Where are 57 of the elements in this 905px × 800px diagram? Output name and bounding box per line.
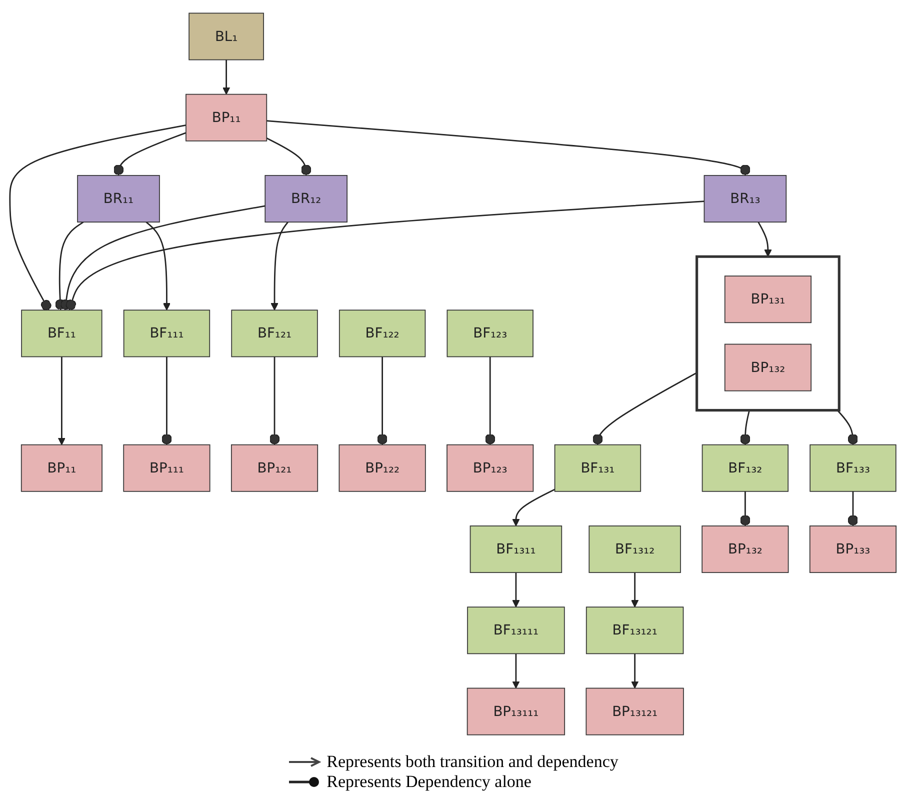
arrow: [512, 488, 555, 526]
node-box: BF₁₂₃: [446, 310, 533, 358]
connector: [847, 491, 858, 526]
node-box: BP₁₁: [20, 444, 102, 492]
arrow: [630, 572, 638, 608]
node-box: BF₁₂₂: [338, 310, 426, 358]
node-box: BP₁₂₂: [338, 444, 426, 492]
node-box: BR₁₁: [76, 175, 160, 222]
node-box: BL₁: [188, 12, 264, 60]
arrow: [57, 356, 65, 446]
cluster: [695, 255, 840, 412]
node-box: BP₁₂₃: [446, 444, 534, 492]
connector: [484, 356, 495, 445]
node-box: BF₁₂₁: [230, 310, 318, 358]
connector: [739, 410, 750, 445]
connector: [592, 372, 697, 445]
arrow: [512, 654, 520, 689]
connector: [54, 222, 84, 310]
node-box: BF₁₃₃: [809, 444, 896, 492]
node-box: BP₁₃₁₂₁: [585, 688, 684, 736]
node-box: BR₁₃: [703, 175, 786, 222]
node-box: BP₁₁₁: [122, 444, 210, 492]
node-box: BF₁₃₁: [554, 444, 641, 492]
node-box: BF₁₃₁₁₁: [466, 606, 564, 654]
connector: [268, 356, 280, 445]
node-box: BF₁₃₁₁: [469, 526, 562, 573]
node-box: BR₁₂: [264, 175, 347, 222]
connector: [65, 200, 704, 310]
connector: [376, 356, 388, 445]
connector: [836, 410, 858, 445]
node-box: BP₁₂₁: [230, 444, 318, 492]
connector: [161, 356, 172, 445]
connector: [8, 124, 186, 310]
arrow: [630, 654, 638, 689]
node-box: BP₁₃₃: [808, 526, 896, 573]
node-box: BF₁₃₁₂: [588, 526, 680, 573]
connector: [739, 491, 750, 526]
node-box: BF₁₁: [20, 310, 102, 358]
arrow: [270, 222, 288, 310]
legend-text: Represents Dependency alone: [326, 772, 532, 792]
connector: [112, 132, 186, 176]
connector: [266, 138, 311, 176]
arrow: [512, 572, 520, 608]
node-box: BP₁₃₁: [724, 276, 812, 324]
node-box: BF₁₃₁₂₁: [585, 606, 684, 654]
node-box: BP₁₃₁₁₁: [466, 688, 565, 736]
arrow: [222, 60, 230, 95]
node-box: BF₁₁₁: [122, 310, 210, 358]
arrow: [145, 222, 170, 310]
node-box: BP₁₃₂: [701, 526, 788, 573]
arrow: [757, 222, 772, 257]
connector: [60, 205, 265, 310]
legend-text: Represents both transition and dependency: [326, 752, 618, 772]
node-box: BP₁₁: [185, 94, 267, 142]
connector: [266, 120, 750, 176]
node-box: BF₁₃₂: [701, 444, 788, 492]
node-box: BP₁₃₂: [724, 344, 812, 392]
